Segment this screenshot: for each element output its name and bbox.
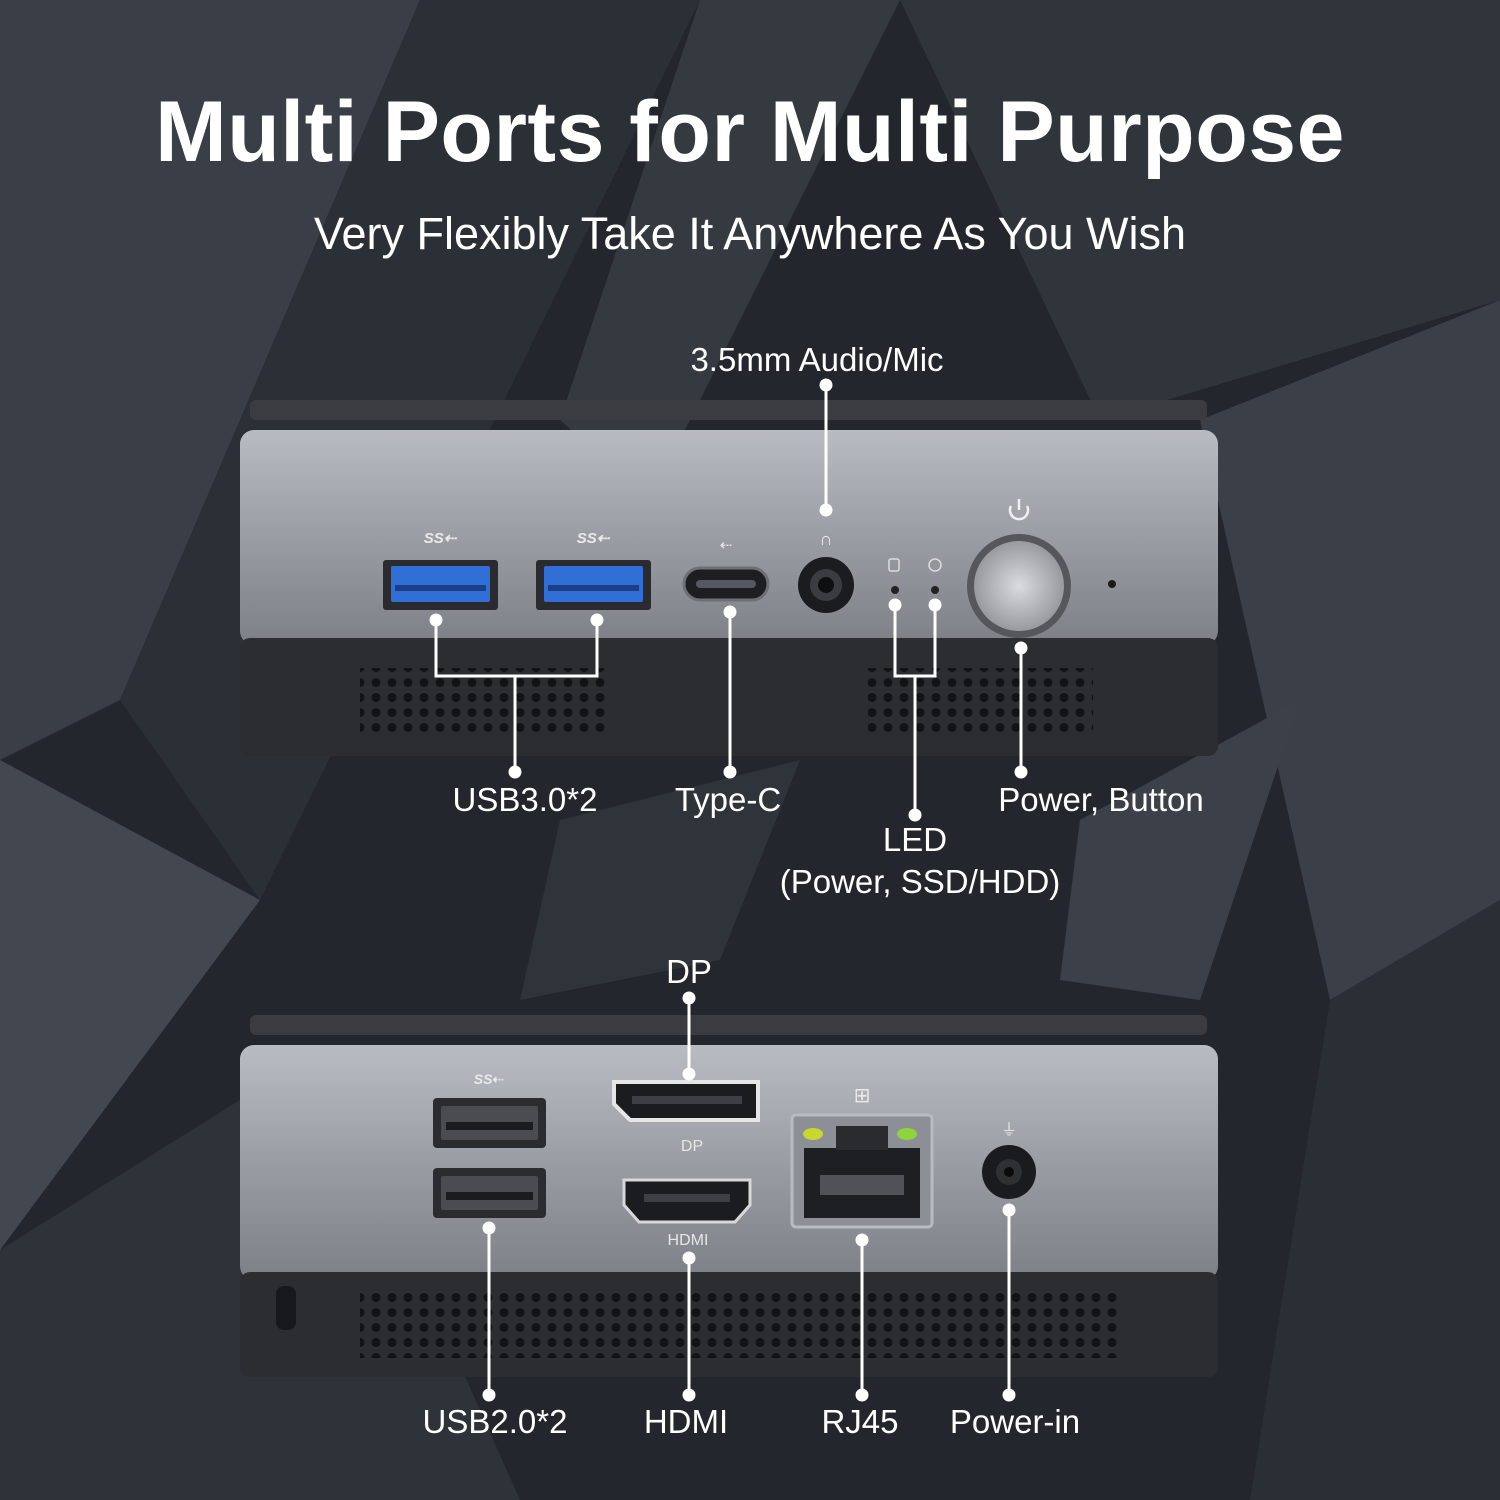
ssd-led: [891, 586, 899, 594]
led-sub-label: (Power, SSD/HDD): [779, 863, 1061, 900]
network-icon: ⊞: [854, 1085, 871, 1107]
usb3-port-1: SS⇠: [383, 530, 498, 610]
front-callouts: [429, 378, 1028, 822]
usb2-label: USB2.0*2: [422, 1403, 568, 1440]
svg-text:SS⇠: SS⇠: [424, 530, 458, 547]
hdmi-label: HDMI: [643, 1403, 729, 1440]
ssd-led-icon: [888, 558, 900, 572]
front-vent-left: [360, 668, 610, 736]
svg-text:SS⇠: SS⇠: [577, 530, 611, 547]
headline: Multi Ports for Multi Purpose: [155, 84, 1345, 180]
rear-vent: [360, 1288, 1120, 1358]
hdmi-port-text: HDMI: [667, 1232, 709, 1249]
power-icon: [1008, 499, 1030, 521]
typec-port: ⇠: [682, 537, 770, 602]
usb3-label: USB3.0*2: [452, 781, 598, 818]
power-led: [931, 586, 939, 594]
led-label: LED: [882, 821, 948, 858]
rj45-port: ⊞: [790, 1085, 934, 1229]
front-top-lid: [250, 400, 1207, 420]
usb2-port-1: SS⇠: [433, 1071, 546, 1148]
svg-text:SS⇠: SS⇠: [474, 1071, 504, 1087]
displayport: [612, 1080, 760, 1122]
power-in-label: Power-in: [949, 1403, 1081, 1440]
power-button-label: Power, Button: [998, 781, 1204, 818]
audio-jack: ∩: [798, 529, 854, 613]
tagline: Very Flexibly Take It Anywhere As You Wi…: [313, 208, 1187, 259]
rear-callouts: [482, 991, 1016, 1402]
power-led-icon: [928, 558, 942, 572]
headphone-icon: ∩: [820, 529, 833, 549]
kensington-lock: [276, 1286, 296, 1330]
reset-hole: [1108, 580, 1116, 588]
dp-label: DP: [666, 953, 712, 990]
usb3-port-2: SS⇠: [536, 530, 651, 610]
dc-power-jack: ⏚: [982, 1121, 1036, 1199]
typec-label: Type-C: [674, 781, 782, 818]
rj45-label: RJ45: [821, 1403, 899, 1440]
rear-top-lid: [250, 1015, 1207, 1035]
svg-text:⇠: ⇠: [720, 537, 733, 554]
audio-label: 3.5mm Audio/Mic: [690, 341, 944, 378]
dp-port-text: DP: [680, 1138, 704, 1155]
plug-icon: ⏚: [1001, 1121, 1017, 1139]
front-vent-right: [868, 668, 1093, 736]
hdmi-port: [622, 1178, 752, 1224]
usb2-port-2: [433, 1168, 546, 1218]
rear-device: SS⇠ ⊞: [240, 1015, 1218, 1377]
